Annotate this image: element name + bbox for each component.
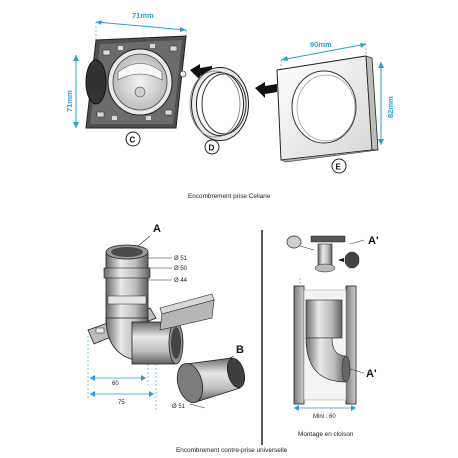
- caption-top: Encombrement prise Celiane: [188, 193, 271, 200]
- dim-60-label: 60: [112, 381, 119, 387]
- dim-plate-width-label: 71mm: [132, 11, 154, 20]
- dia-44-label: Ø 44: [174, 278, 188, 284]
- diameter-callouts: Ø 51 Ø 50 Ø 44: [148, 256, 188, 284]
- cover-plate-e: E: [276, 55, 379, 174]
- label-a-prime-top: A': [368, 235, 379, 247]
- label-a: A: [153, 223, 161, 235]
- dim-75: 75: [90, 360, 157, 410]
- dim-plate-height: 71mm: [65, 55, 79, 128]
- socket-plate-c: C: [85, 35, 187, 147]
- label-b: B: [236, 344, 244, 356]
- label-c: C: [130, 136, 136, 145]
- dim-cover-height: 82mm: [378, 62, 395, 145]
- dim-cover-width: 90mm: [280, 40, 367, 70]
- dia-51-label: Ø 51: [174, 256, 188, 262]
- dim-mini-60-label: Mini : 60: [313, 414, 336, 420]
- dim-60: 60: [87, 336, 149, 400]
- caption-bottom-left: Encombrement contre-prise universelle: [176, 447, 288, 454]
- label-e: E: [336, 163, 342, 172]
- dim-plate-width: 71mm: [95, 11, 187, 40]
- mounting-ring-d: D: [189, 67, 249, 155]
- dim-75-label: 75: [118, 400, 125, 406]
- vertical-pipe: [103, 244, 151, 323]
- counter-socket-assembly: A Ø 51 Ø 50 Ø 44: [87, 223, 288, 454]
- mini-exploded-view: A': [286, 235, 379, 273]
- dia-51-tube-label: Ø 51: [172, 404, 186, 410]
- arrow-ring-to-plate: [190, 64, 212, 80]
- dim-cover-height-label: 82mm: [386, 96, 395, 118]
- top-assembly: 71mm 71mm: [65, 11, 395, 200]
- label-d: D: [209, 144, 215, 153]
- arrow-cover-to-ring: [255, 82, 277, 98]
- partition-wall: Mini : 60 A': [293, 278, 377, 420]
- extension-tube-b: B Ø 51: [172, 344, 246, 410]
- partition-mounting: A' Mini : 60 A' Montage en cloison: [286, 235, 379, 438]
- dim-cover-width-label: 90mm: [310, 40, 332, 49]
- label-a-prime-bottom: A': [366, 368, 377, 380]
- dim-plate-height-label: 71mm: [65, 90, 74, 112]
- caption-bottom-right: Montage en cloison: [298, 431, 354, 438]
- dia-50-label: Ø 50: [174, 266, 188, 272]
